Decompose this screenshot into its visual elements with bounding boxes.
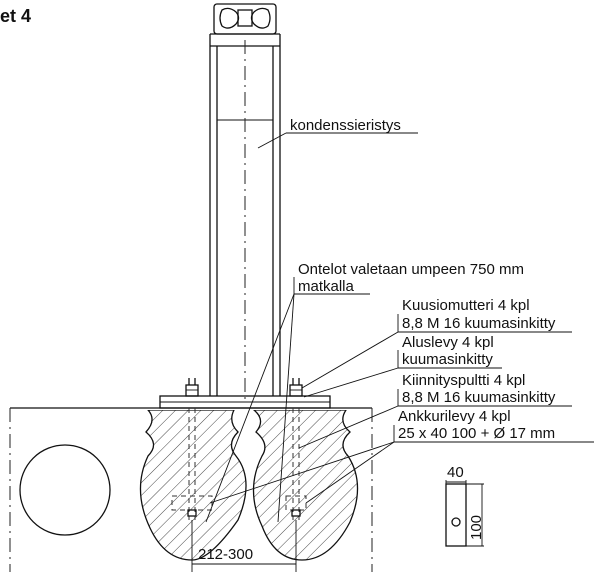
post-head-cap — [209, 3, 281, 46]
embedded-bolt-right — [285, 408, 307, 520]
washer-callout: Aluslevy 4 kpl kuumasinkitty — [303, 334, 502, 398]
nut-label-line2: 8,8 M 16 kuumasinkitty — [402, 315, 556, 332]
anchor-bolt-left — [185, 378, 199, 397]
bolt-callout: Kiinnityspultti 4 kpl 8,8 M 16 kuumasink… — [298, 372, 572, 449]
embedded-bolt-left — [171, 408, 213, 520]
anchor-plate-callout: Ankkurilevy 4 kpl 25 x 40 100 + Ø 17 mm — [209, 408, 594, 504]
nut-label-line1: Kuusiomutteri 4 kpl — [402, 297, 530, 314]
plate-width-label: 40 — [447, 464, 464, 481]
anchor-label-line1: Ankkurilevy 4 kpl — [398, 408, 511, 425]
hollow-core-slab — [9, 407, 373, 572]
bolt-label-line2: 8,8 M 16 kuumasinkitty — [402, 389, 556, 406]
drawing-title: et 4 — [0, 6, 31, 26]
nut-callout: Kuusiomutteri 4 kpl 8,8 M 16 kuumasinkit… — [301, 297, 572, 389]
anchor-label-line2: 25 x 40 100 + Ø 17 mm — [398, 425, 555, 442]
plate-height-label: 100 — [468, 515, 485, 540]
post-shaft — [209, 40, 281, 400]
cavities-label-line1: Ontelot valetaan umpeen 750 mm — [298, 261, 524, 278]
anchor-bolt-right — [289, 378, 303, 397]
spacing-dimension-label: 212-300 — [198, 546, 253, 563]
insulation-callout: kondenssieristys — [257, 117, 418, 149]
washer-label-line2: kuumasinkitty — [402, 351, 493, 368]
anchor-plate-detail: 40 100 — [445, 464, 485, 547]
washer-label-line1: Aluslevy 4 kpl — [402, 334, 494, 351]
cavities-callout: Ontelot valetaan umpeen 750 mm matkalla — [205, 261, 524, 523]
cavities-label-line2: matkalla — [298, 278, 355, 295]
spacing-dimension: 212-300 — [191, 520, 297, 572]
insulation-label: kondenssieristys — [290, 117, 401, 134]
bolt-label-line1: Kiinnityspultti 4 kpl — [402, 372, 525, 389]
